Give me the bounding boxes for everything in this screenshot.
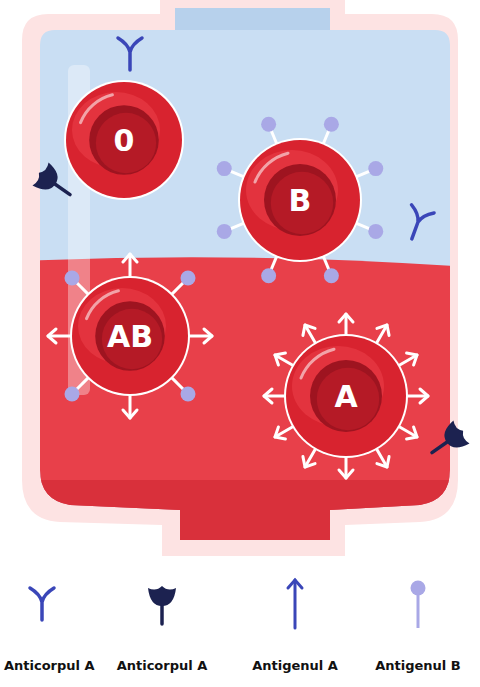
antibody-b	[424, 419, 471, 464]
legend-text: Anticorpul A	[4, 658, 95, 673]
bag-empty-part	[0, 0, 480, 560]
legend-text: Antigenul A	[252, 658, 338, 673]
blood-type-label: 0	[62, 78, 186, 202]
legend-text: Antigenul B	[375, 658, 461, 673]
blood-cell: A	[282, 332, 410, 460]
antibody-a	[401, 205, 434, 243]
blood-cell: 0	[62, 78, 186, 202]
blood-cell: B	[236, 136, 364, 264]
blood-type-label: AB	[68, 274, 192, 398]
blood-type-label: A	[282, 332, 410, 460]
legend-text: Anticorpul A	[117, 658, 208, 673]
antibody-a	[118, 38, 142, 70]
antigen-b-sample	[411, 581, 426, 629]
blood-cell: AB	[68, 274, 192, 398]
antibody-a	[30, 588, 54, 620]
antigen-a-sample	[288, 580, 302, 628]
antibody-b	[148, 586, 176, 624]
blood-type-label: B	[236, 136, 364, 264]
